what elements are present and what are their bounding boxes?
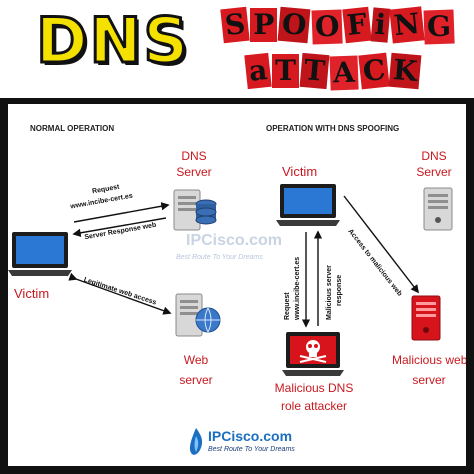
dns-server-icon: [173, 189, 217, 231]
malicious-response-label-1: Malicious server: [326, 265, 333, 320]
web-server-icon: [175, 293, 221, 337]
laptop-icon: [276, 184, 340, 226]
spoof-request-domain: www.incibe-cert.es: [294, 256, 301, 320]
arrow-request-normal: [73, 202, 170, 223]
attacker-label-2: role attacker: [280, 399, 348, 413]
attacker-label-1: Malicious DNS: [274, 381, 354, 395]
malicious-web-label-1: Malicious web: [392, 353, 466, 367]
malicious-response-label-2: response: [336, 274, 343, 306]
malicious-web-label-2: server: [412, 373, 446, 387]
arrow-legit-access: [68, 272, 172, 315]
skull-laptop-icon: [282, 332, 344, 376]
title-letter: T: [272, 54, 299, 88]
title-letter: P: [250, 8, 278, 42]
header: DNS S P O O F i N G a T T A C K: [0, 0, 474, 100]
arrow-response-normal: [72, 217, 167, 237]
dns-server-icon: [423, 187, 453, 231]
arrow-access-malicious: [343, 195, 420, 294]
web-server-label-2: server: [179, 373, 213, 387]
divider-bar: [0, 98, 474, 104]
normal-dns-label-1: DNS: [181, 149, 207, 163]
laptop-icon: [8, 232, 72, 276]
title-attack: a T T A C K: [244, 52, 422, 91]
watermark-tagline: Best Route To Your Dreams: [176, 254, 263, 261]
normal-victim-label: Victim: [14, 286, 50, 301]
spoof-dns-label-2: Server: [416, 165, 452, 179]
section-title-normal: NORMAL OPERATION: [30, 124, 115, 133]
web-server-label-1: Web: [183, 353, 209, 367]
malicious-web-server-icon: [411, 295, 441, 341]
title-spoofing: S P O O F i N G: [220, 6, 455, 45]
spoof-request-label: Request: [284, 292, 291, 320]
spoof-dns-label-1: DNS: [421, 149, 447, 163]
watermark-name: IPCisco.com: [186, 232, 283, 249]
brand-logo: IPCisco.com Best Route To Your Dreams: [186, 426, 296, 462]
spoof-victim-label: Victim: [282, 164, 318, 179]
brand-tagline: Best Route To Your Dreams: [208, 446, 295, 453]
section-title-spoofing: OPERATION WITH DNS SPOOFING: [266, 124, 400, 133]
normal-dns-label-2: Server: [176, 165, 212, 179]
flame-icon: [189, 428, 203, 455]
title-dns: DNS: [34, 4, 191, 77]
brand-name: IPCisco.com: [208, 428, 293, 444]
